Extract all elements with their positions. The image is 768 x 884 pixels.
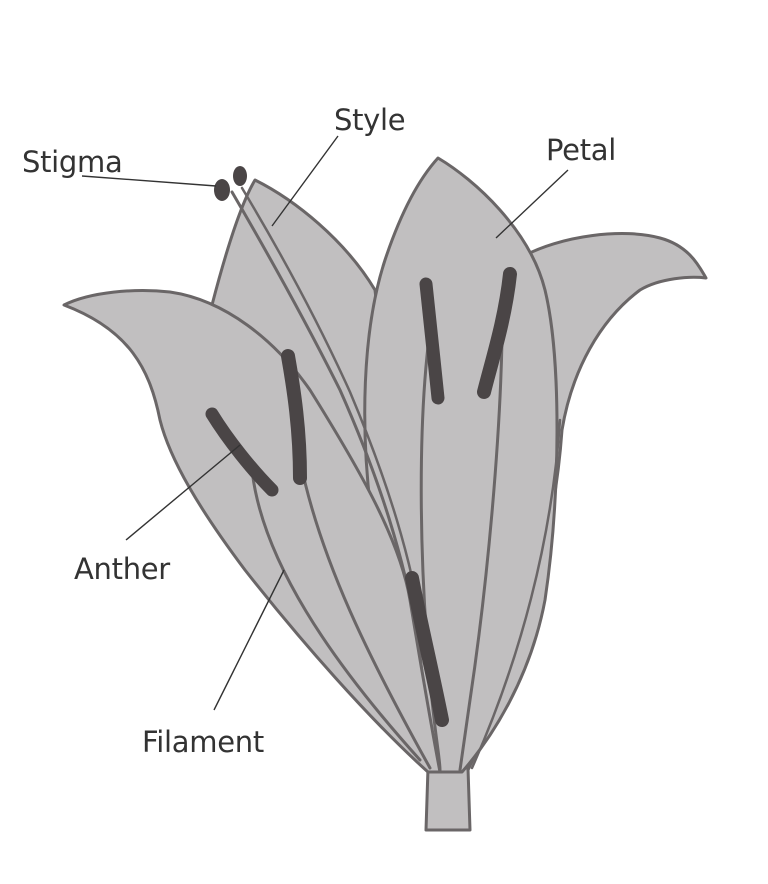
leader-anther — [125, 444, 241, 541]
filament-left-b — [298, 458, 432, 770]
anther-center-1 — [419, 277, 445, 405]
leader-style — [271, 135, 339, 227]
petal-left — [62, 289, 442, 774]
leader-petal — [495, 169, 569, 239]
label-filament: Filament — [142, 725, 264, 759]
petal-right-vein — [470, 418, 562, 770]
leader-stigma — [81, 175, 217, 187]
leader-filament — [213, 569, 285, 711]
anther-center-2 — [477, 267, 517, 399]
label-anther: Anther — [74, 552, 170, 586]
stigma-lobe-1 — [214, 179, 230, 201]
label-petal: Petal — [546, 133, 616, 167]
label-stigma: Stigma — [22, 145, 123, 179]
stigma-lobe-2 — [233, 166, 247, 186]
style-stalk-inner — [240, 186, 426, 642]
stem — [424, 766, 472, 832]
anther-lower — [405, 571, 449, 727]
filament-center-right — [458, 338, 504, 772]
anther-left-1 — [205, 407, 279, 497]
filament-left-a — [250, 468, 422, 762]
label-style: Style — [334, 103, 406, 137]
anther-left-2 — [281, 349, 307, 485]
